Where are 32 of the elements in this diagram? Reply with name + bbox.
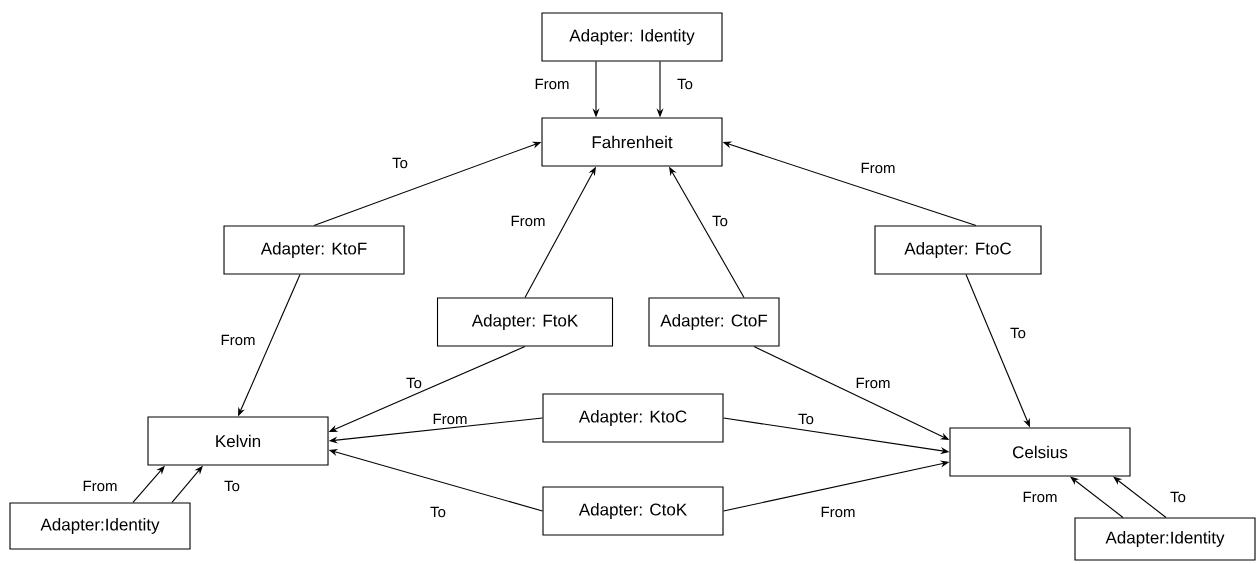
edge-label: From xyxy=(81,479,119,493)
adapter-box: Adapter: FtoK xyxy=(436,297,614,347)
adapter-box: Adapter: CtoF xyxy=(648,297,780,347)
adapter-box: Adapter:Identity xyxy=(9,502,191,550)
edge-label: To xyxy=(797,412,815,426)
edge-label: From xyxy=(1021,490,1059,504)
adapter-box: Adapter: Identity xyxy=(541,12,723,62)
arrow xyxy=(1070,476,1124,518)
adapter-box: Adapter: CtoK xyxy=(542,486,724,536)
unit-box: Celsius xyxy=(949,427,1131,477)
unit-box: Fahrenheit xyxy=(541,117,723,167)
adapter-box: Adapter:Identity xyxy=(1074,517,1256,561)
edge-label: To xyxy=(391,156,409,170)
edge-label: To xyxy=(676,77,694,91)
edge-label: From xyxy=(533,77,571,91)
edge-label: From xyxy=(431,412,469,426)
edge-label: To xyxy=(429,505,447,519)
arrow xyxy=(1113,476,1167,518)
edge-label: From xyxy=(219,333,257,347)
adapter-box: Adapter: KtoF xyxy=(223,225,405,275)
edge-label: From xyxy=(509,214,547,228)
edge-label: To xyxy=(1169,490,1187,504)
edge-label: To xyxy=(223,479,241,493)
edge-label: To xyxy=(405,376,423,390)
edge-label: From xyxy=(859,161,897,175)
adapter-box: Adapter: FtoC xyxy=(874,225,1042,275)
edge-label: To xyxy=(1009,326,1027,340)
edge-label: From xyxy=(819,505,857,519)
unit-box: Kelvin xyxy=(147,416,329,466)
edge-label: To xyxy=(711,214,729,228)
adapter-box: Adapter: KtoC xyxy=(542,393,724,443)
edge-label: From xyxy=(854,376,892,390)
